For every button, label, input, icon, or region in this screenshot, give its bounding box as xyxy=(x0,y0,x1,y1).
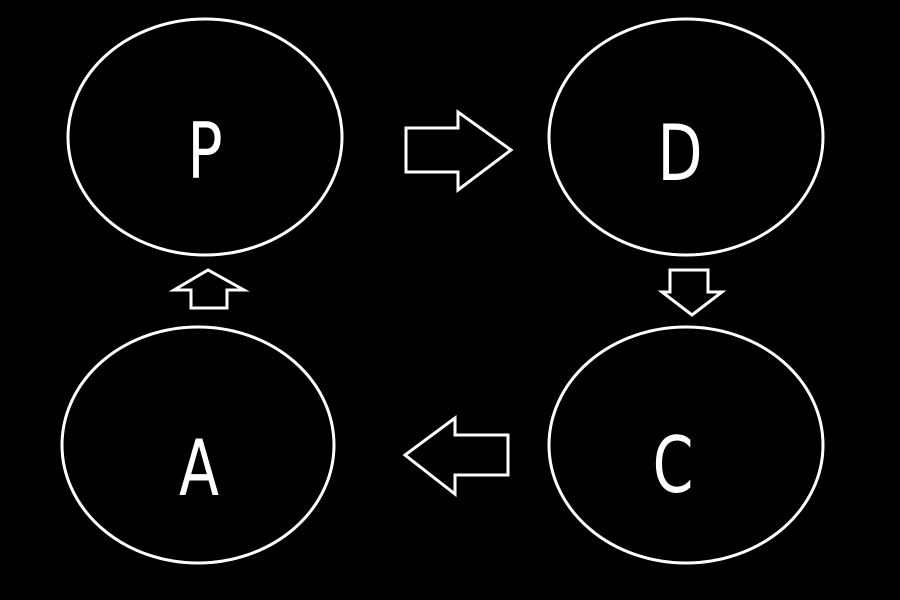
arrow-up-icon xyxy=(168,268,250,310)
arrow-right-icon xyxy=(404,109,514,194)
arrow-down-icon xyxy=(657,268,727,317)
node-a-label: A xyxy=(179,424,219,515)
node-d-ellipse xyxy=(547,17,825,257)
node-c-ellipse xyxy=(547,325,825,565)
arrow-left-icon xyxy=(402,415,510,498)
node-c-label: C xyxy=(653,421,694,512)
node-a-ellipse xyxy=(60,325,336,565)
node-p-ellipse xyxy=(66,17,344,257)
node-d-label: D xyxy=(657,109,702,200)
node-p-label: P xyxy=(187,107,222,198)
